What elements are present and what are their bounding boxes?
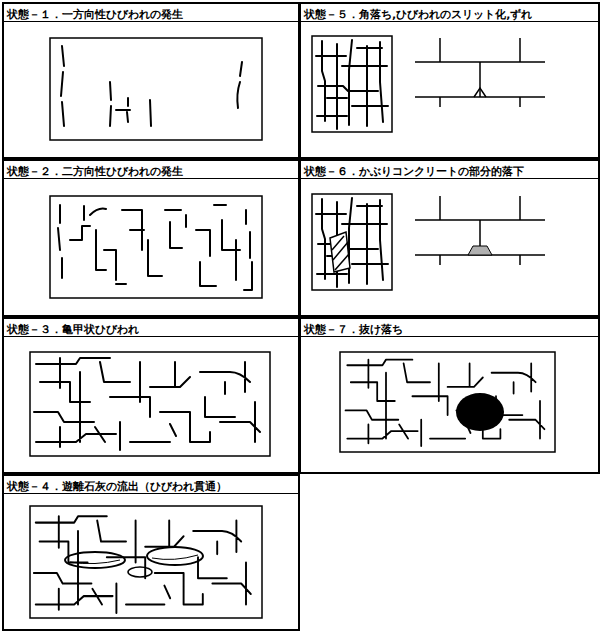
state-title: 状態－４．遊離石灰の流出（ひびわれ貫通）	[7, 480, 227, 493]
state-title: 状態－３．亀甲状ひびわれ	[7, 323, 139, 336]
two-direction-cracks	[50, 196, 262, 298]
state-title: 状態－７．抜け落ち	[304, 323, 403, 336]
state-panel: 状態－２．二方向性ひびわれの発生	[2, 159, 300, 317]
tortoise-shell-cracks	[30, 352, 270, 456]
panel-header: 状態－６．かぶりコンクリートの部分的落下	[301, 161, 598, 179]
state-panel: 状態－３．亀甲状ひびわれ	[2, 317, 300, 474]
panel-header: 状態－２．二方向性ひびわれの発生	[4, 161, 298, 179]
state-panel: 状態－４．遊離石灰の流出（ひびわれ貫通）	[2, 474, 300, 631]
state-title: 状態－２．二方向性ひびわれの発生	[7, 165, 183, 178]
state-panel: 状態－６．かぶりコンクリートの部分的落下	[299, 159, 600, 317]
panel-header: 状態－１．一方向性ひびわれの発生	[4, 4, 298, 22]
state-panel: 状態－７．抜け落ち	[299, 317, 600, 474]
panel-header: 状態－３．亀甲状ひびわれ	[4, 319, 298, 337]
one-direction-cracks	[50, 38, 262, 140]
panel-header: 状態－４．遊離石灰の流出（ひびわれ貫通）	[4, 476, 298, 494]
punching-failure	[340, 352, 555, 452]
state-title: 状態－５．角落ち,ひびわれのスリット化,ずれ	[304, 8, 532, 21]
panel-header: 状態－５．角落ち,ひびわれのスリット化,ずれ	[301, 4, 598, 22]
state-panel: 状態－１．一方向性ひびわれの発生	[2, 2, 300, 159]
state-title: 状態－１．一方向性ひびわれの発生	[7, 8, 183, 21]
state-panel: 状態－５．角落ち,ひびわれのスリット化,ずれ	[299, 2, 600, 159]
cover-spalling	[312, 194, 545, 290]
efflorescence-cracks	[30, 506, 262, 618]
slit-cracks	[312, 36, 545, 132]
state-title: 状態－６．かぶりコンクリートの部分的落下	[304, 165, 524, 178]
panel-header: 状態－７．抜け落ち	[301, 319, 598, 337]
